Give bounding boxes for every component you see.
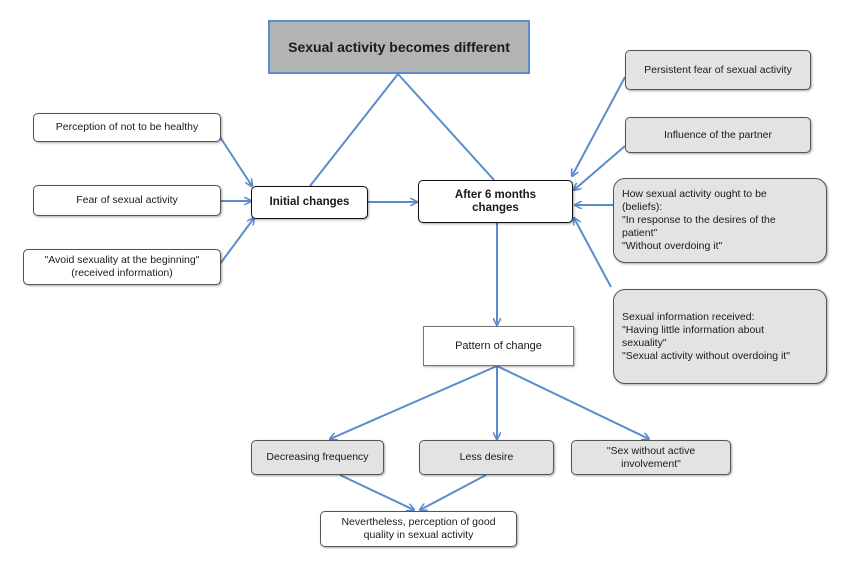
node-information-text: Sexual information received: "Having lit… bbox=[622, 310, 790, 362]
node-after-six-months-text: After 6 months changes bbox=[454, 188, 537, 214]
title-text: Sexual activity becomes different bbox=[288, 38, 510, 55]
node-pattern-of-change-text: Pattern of change bbox=[455, 339, 542, 352]
edge-information-after bbox=[574, 218, 612, 288]
node-initial-changes-text: Initial changes bbox=[269, 196, 350, 208]
node-fear: Fear of sexual activity bbox=[33, 185, 221, 216]
node-sex-without-involvement: "Sex without active involvement" bbox=[571, 440, 731, 475]
node-after-six-months: After 6 months changes bbox=[418, 180, 573, 223]
node-outcome: Nevertheless, perception of good quality… bbox=[320, 511, 517, 547]
node-pattern-of-change: Pattern of change bbox=[423, 326, 574, 366]
node-partner-text: Influence of the partner bbox=[664, 128, 772, 141]
title-node: Sexual activity becomes different bbox=[268, 20, 530, 74]
edge-pattern-frequency bbox=[330, 365, 498, 439]
node-avoid-text: "Avoid sexuality at the beginning" (rece… bbox=[44, 254, 200, 279]
node-beliefs: How sexual activity ought to be (beliefs… bbox=[613, 178, 827, 263]
node-outcome-text: Nevertheless, perception of good quality… bbox=[341, 516, 496, 541]
node-initial-changes: Initial changes bbox=[251, 186, 368, 219]
edge-avoid-initial bbox=[219, 218, 254, 265]
node-sex-without-involvement-text: "Sex without active involvement" bbox=[606, 444, 696, 470]
node-less-desire-text: Less desire bbox=[459, 451, 514, 463]
edge-perception-initial bbox=[219, 136, 252, 186]
edge-pattern-involvement bbox=[496, 365, 649, 439]
node-beliefs-text: How sexual activity ought to be (beliefs… bbox=[622, 188, 776, 252]
node-less-desire: Less desire bbox=[419, 440, 554, 475]
node-perception: Perception of not to be healthy bbox=[33, 113, 221, 142]
node-persistent-fear-text: Persistent fear of sexual activity bbox=[644, 63, 792, 76]
edge-desire-outcome bbox=[420, 474, 487, 510]
edge-persistent-after bbox=[572, 76, 626, 176]
edge-title-after bbox=[397, 73, 495, 181]
node-perception-text: Perception of not to be healthy bbox=[55, 121, 199, 133]
edge-title-initial bbox=[309, 73, 399, 187]
node-decreasing-frequency: Decreasing frequency bbox=[251, 440, 384, 475]
node-fear-text: Fear of sexual activity bbox=[76, 194, 178, 206]
node-partner: Influence of the partner bbox=[625, 117, 811, 153]
node-information: Sexual information received: "Having lit… bbox=[613, 289, 827, 384]
node-persistent-fear: Persistent fear of sexual activity bbox=[625, 50, 811, 90]
node-decreasing-frequency-text: Decreasing frequency bbox=[266, 451, 369, 463]
edge-partner-after bbox=[574, 145, 626, 190]
node-avoid: "Avoid sexuality at the beginning" (rece… bbox=[23, 249, 221, 285]
edge-frequency-outcome bbox=[339, 474, 414, 510]
